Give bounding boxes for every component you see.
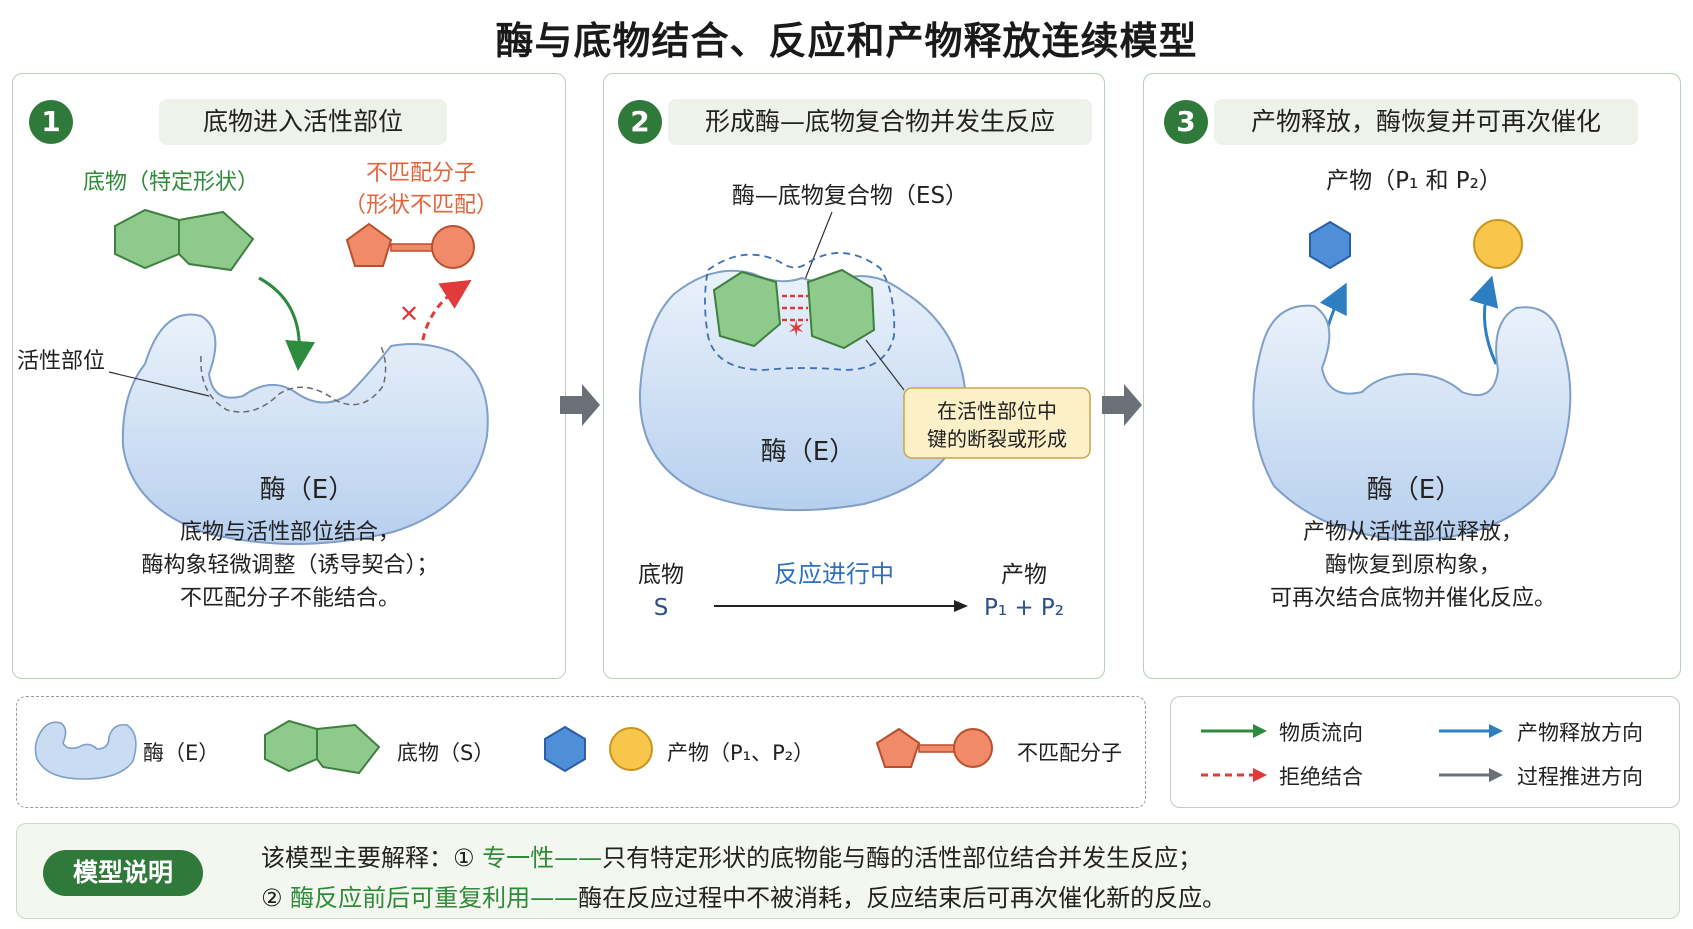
explanation-tag: 模型说明 bbox=[43, 850, 203, 896]
callout-line-2: 键的断裂或形成 bbox=[927, 427, 1067, 451]
substrate-half-right bbox=[806, 268, 876, 350]
mismatch-label-line1: 不匹配分子 bbox=[366, 161, 476, 186]
shape-legend: 酶（E） 底物（S） 产物（P₁、P₂） 不匹配分子 bbox=[16, 696, 1146, 808]
explanation-line-1-rest: 只有特定形状的底物能与酶的活性部位结合并发生反应； bbox=[602, 844, 1203, 872]
explanation-line-1-prefix: 该模型主要解释：① bbox=[261, 844, 483, 872]
enzyme-shape bbox=[1252, 304, 1572, 542]
product-p2-circle bbox=[1473, 219, 1523, 269]
enzyme-shape bbox=[121, 313, 489, 545]
active-site-label: 活性部位 bbox=[17, 349, 105, 374]
step-number-3: 3 bbox=[1164, 100, 1208, 144]
panel-3-header: 产物释放，酶恢复并可再次催化 bbox=[1214, 99, 1638, 145]
shape-legend-icons bbox=[34, 719, 993, 780]
substrate-word: 底物 bbox=[638, 562, 684, 588]
legend-flow-arrow-head bbox=[1253, 724, 1267, 738]
page-title: 酶与底物结合、反应和产物释放连续模型 bbox=[495, 19, 1198, 63]
reaction-arrow-head bbox=[954, 600, 968, 612]
panel-2-header: 形成酶—底物复合物并发生反应 bbox=[668, 99, 1092, 145]
active-site-outline bbox=[200, 345, 387, 413]
panel-3-illustration: 产物（P₁ 和 P₂） 酶（E） bbox=[1252, 168, 1572, 542]
enzyme-label: 酶（E） bbox=[761, 437, 855, 467]
product-label: 产物（P₁ 和 P₂） bbox=[1326, 168, 1502, 194]
panel-1-caption: 底物与活性部位结合， 酶构象轻微调整（诱导契合）； 不匹配分子不能结合。 bbox=[13, 516, 567, 615]
explanation-line-2-rest: 酶在反应过程中不被消耗，反应结束后可再次催化新的反应。 bbox=[578, 884, 1227, 912]
substrate-label: 底物（特定形状） bbox=[83, 170, 259, 195]
arrow-legend: 物质流向 拒绝结合 产物释放方向 过程推进方向 bbox=[1170, 696, 1680, 808]
callout-line-1: 在活性部位中 bbox=[937, 399, 1057, 423]
legend-process-label: 过程推进方向 bbox=[1517, 765, 1643, 789]
product-symbol: P₁ + P₂ bbox=[984, 595, 1064, 621]
legend-reject-arrow-head bbox=[1253, 768, 1267, 782]
explanation-line-2: ② 酶反应前后可重复利用——酶在反应过程中不被消耗，反应结束后可再次催化新的反应… bbox=[261, 878, 1226, 913]
legend-mismatch-icon-ball bbox=[953, 728, 993, 768]
caption-line: 酶构象轻微调整（诱导契合）； bbox=[141, 553, 439, 578]
substrate-shape bbox=[114, 208, 255, 272]
legend-product-p2-icon bbox=[609, 727, 653, 771]
es-pointer bbox=[803, 211, 833, 283]
panel-substrate-entry: 1 底物进入活性部位 底物（特定形状） 不匹配分子 （形状不匹配） bbox=[12, 73, 566, 679]
legend-mismatch-icon-bar bbox=[918, 744, 956, 753]
reject-arrow bbox=[419, 279, 472, 353]
legend-products-label: 产物（P₁、P₂） bbox=[667, 741, 815, 765]
step-number-2: 2 bbox=[618, 100, 662, 144]
substrate-flow-arrow bbox=[258, 276, 316, 371]
panel-1-header: 底物进入活性部位 bbox=[159, 99, 447, 145]
callout-box bbox=[903, 387, 1091, 459]
legend-reject-label: 拒绝结合 bbox=[1279, 765, 1363, 789]
legend-release-label: 产物释放方向 bbox=[1517, 721, 1643, 745]
panel-3-caption: 产物从活性部位释放， 酶恢复到原构象， 可再次结合底物并催化反应。 bbox=[1144, 516, 1682, 615]
legend-substrate-icon-hex bbox=[264, 719, 318, 773]
enzyme-label: 酶（E） bbox=[260, 475, 354, 505]
legend-flow-label: 物质流向 bbox=[1279, 721, 1363, 745]
legend-enzyme-icon bbox=[34, 721, 137, 780]
es-complex-label: 酶—底物复合物（ES） bbox=[732, 183, 968, 209]
legend-mismatch-icon-pent bbox=[875, 727, 921, 768]
model-explanation: 模型说明 该模型主要解释：① 专一性——只有特定形状的底物能与酶的活性部位结合并… bbox=[16, 823, 1680, 919]
panel-1-illustration: 底物（特定形状） 不匹配分子 （形状不匹配） ✕ 活性部位 酶（E） bbox=[17, 161, 498, 545]
caption-line: 不匹配分子不能结合。 bbox=[179, 586, 400, 611]
caption-line: 底物与活性部位结合， bbox=[179, 520, 400, 545]
reaction-label: 反应进行中 bbox=[774, 560, 894, 588]
arrow-legend-icons bbox=[1201, 724, 1503, 782]
mismatch-label-line2: （形状不匹配） bbox=[344, 193, 498, 218]
product-p1-hexagon bbox=[1309, 220, 1351, 270]
release-arrow-p2 bbox=[1469, 275, 1499, 365]
panel-2-illustration: 酶—底物复合物（ES） ✶ 在活性部位中 键的断裂或形成 酶（E） 底物 S 反… bbox=[638, 183, 1091, 621]
caption-line: 可再次结合底物并催化反应。 bbox=[1269, 586, 1556, 611]
process-arrow-1 bbox=[560, 384, 600, 426]
callout-pointer bbox=[865, 339, 905, 391]
legend-mismatch-label: 不匹配分子 bbox=[1017, 741, 1122, 765]
substrate-symbol: S bbox=[654, 595, 669, 621]
process-arrow-2 bbox=[1102, 384, 1142, 426]
mismatch-molecule bbox=[345, 222, 475, 269]
active-site-pointer bbox=[108, 371, 210, 397]
panel-product-release: 3 产物释放，酶恢复并可再次催化 产物（P₁ 和 P₂） 酶（E） 产物从活性部… bbox=[1143, 73, 1681, 679]
step-number-1: 1 bbox=[29, 100, 73, 144]
product-word: 产物 bbox=[1001, 562, 1047, 588]
explanation-line-2-prefix: ② bbox=[261, 884, 291, 912]
reject-x-icon: ✕ bbox=[399, 300, 419, 328]
substrate-half-left bbox=[712, 270, 782, 348]
enzyme-label: 酶（E） bbox=[1367, 475, 1461, 505]
legend-release-arrow-head bbox=[1489, 724, 1503, 738]
caption-line: 产物从活性部位释放， bbox=[1302, 520, 1523, 545]
caption-line: 酶恢复到原构象， bbox=[1324, 553, 1501, 578]
explanation-line-1-highlight: 专一性—— bbox=[482, 844, 603, 872]
legend-enzyme-label: 酶（E） bbox=[143, 741, 220, 765]
legend-product-p1-icon bbox=[544, 725, 586, 773]
legend-process-arrow-head bbox=[1489, 768, 1503, 782]
explanation-line-2-highlight: 酶反应前后可重复利用—— bbox=[290, 884, 579, 912]
panel-es-complex: 2 形成酶—底物复合物并发生反应 酶—底物复合物（ES） ✶ 在活性部位中 键的… bbox=[603, 73, 1105, 679]
es-complex-outline bbox=[704, 252, 896, 371]
explanation-line-1: 该模型主要解释：① 专一性——只有特定形状的底物能与酶的活性部位结合并发生反应； bbox=[261, 838, 1202, 873]
legend-substrate-icon-pent bbox=[316, 723, 381, 775]
legend-substrate-label: 底物（S） bbox=[397, 741, 495, 765]
bond-break-icon: ✶ bbox=[787, 317, 805, 342]
